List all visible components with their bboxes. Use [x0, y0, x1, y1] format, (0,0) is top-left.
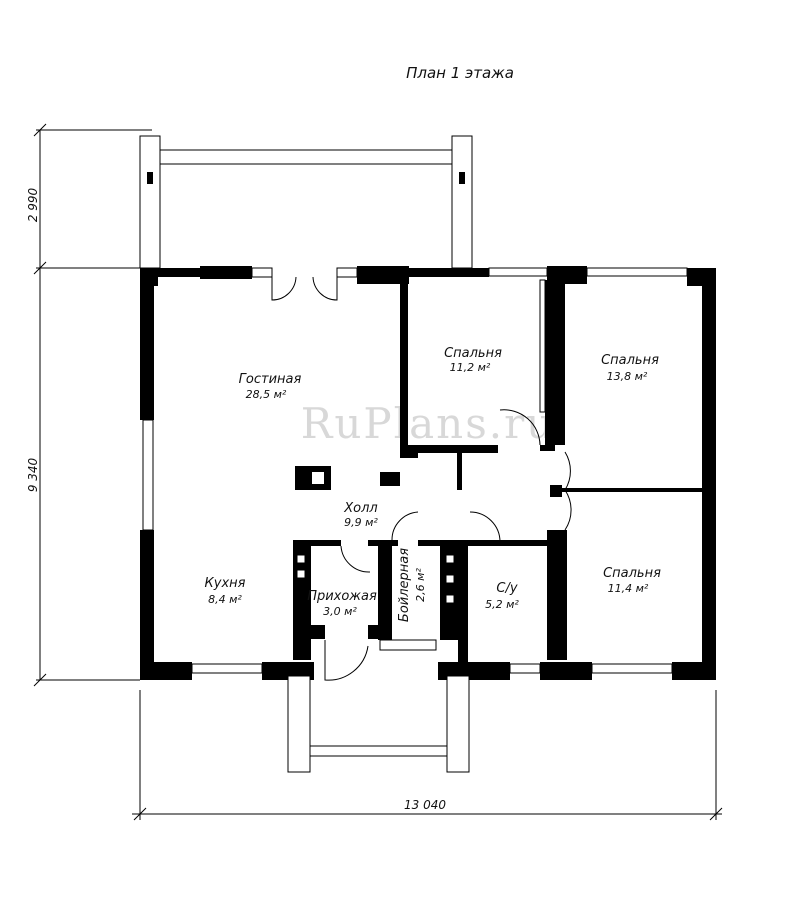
fireplace-opening [312, 472, 324, 484]
room-bedroom-2: Спальня 13,8 м² [601, 353, 659, 383]
svg-text:2,6 м²: 2,6 м² [414, 568, 427, 602]
svg-text:С/у: С/у [496, 581, 517, 596]
porch-depth-label: 2 990 [26, 187, 40, 222]
house-width-label: 13 040 [404, 798, 446, 812]
room-bedroom-3: Спальня 11,4 м² [603, 566, 661, 595]
house-depth-label: 9 340 [26, 457, 40, 492]
room-kitchen: Кухня 8,4 м² [205, 576, 246, 606]
svg-text:13,8 м²: 13,8 м² [607, 370, 648, 383]
interior-walls [293, 279, 702, 662]
fixtures [296, 554, 455, 604]
svg-text:Бойлерная: Бойлерная [397, 548, 412, 622]
svg-text:Кухня: Кухня [205, 576, 246, 591]
watermark: RuPlans.ru [301, 399, 556, 448]
svg-text:Холл: Холл [343, 501, 377, 516]
entry-porch [287, 639, 470, 773]
dimension-left [33, 123, 152, 687]
exterior-walls [140, 266, 716, 680]
terrace-top [139, 135, 473, 269]
room-bathroom: С/у 5,2 м² [485, 581, 519, 611]
door-swings [271, 276, 572, 681]
svg-text:3,0 м²: 3,0 м² [323, 605, 357, 618]
svg-text:Гостиная: Гостиная [239, 372, 302, 387]
svg-text:Спальня: Спальня [601, 353, 659, 368]
svg-text:28,5 м²: 28,5 м² [246, 388, 287, 401]
svg-text:11,2 м²: 11,2 м² [450, 361, 491, 374]
room-entry: Прихожая 3,0 м² [307, 589, 377, 618]
room-boiler: Бойлерная 2,6 м² [397, 548, 427, 622]
room-bedroom-1: Спальня 11,2 м² [444, 346, 502, 374]
svg-text:8,4 м²: 8,4 м² [208, 593, 242, 606]
svg-text:5,2 м²: 5,2 м² [485, 598, 519, 611]
room-hall: Холл 9,9 м² [343, 501, 378, 529]
svg-text:Прихожая: Прихожая [307, 589, 377, 604]
room-living: Гостиная 28,5 м² [239, 372, 302, 401]
dimension-bottom [132, 690, 723, 821]
svg-text:Спальня: Спальня [603, 566, 661, 581]
svg-text:11,4 м²: 11,4 м² [608, 582, 649, 595]
svg-text:Спальня: Спальня [444, 346, 502, 361]
plan-title: План 1 этажа [406, 64, 514, 82]
svg-text:9,9 м²: 9,9 м² [344, 516, 378, 529]
